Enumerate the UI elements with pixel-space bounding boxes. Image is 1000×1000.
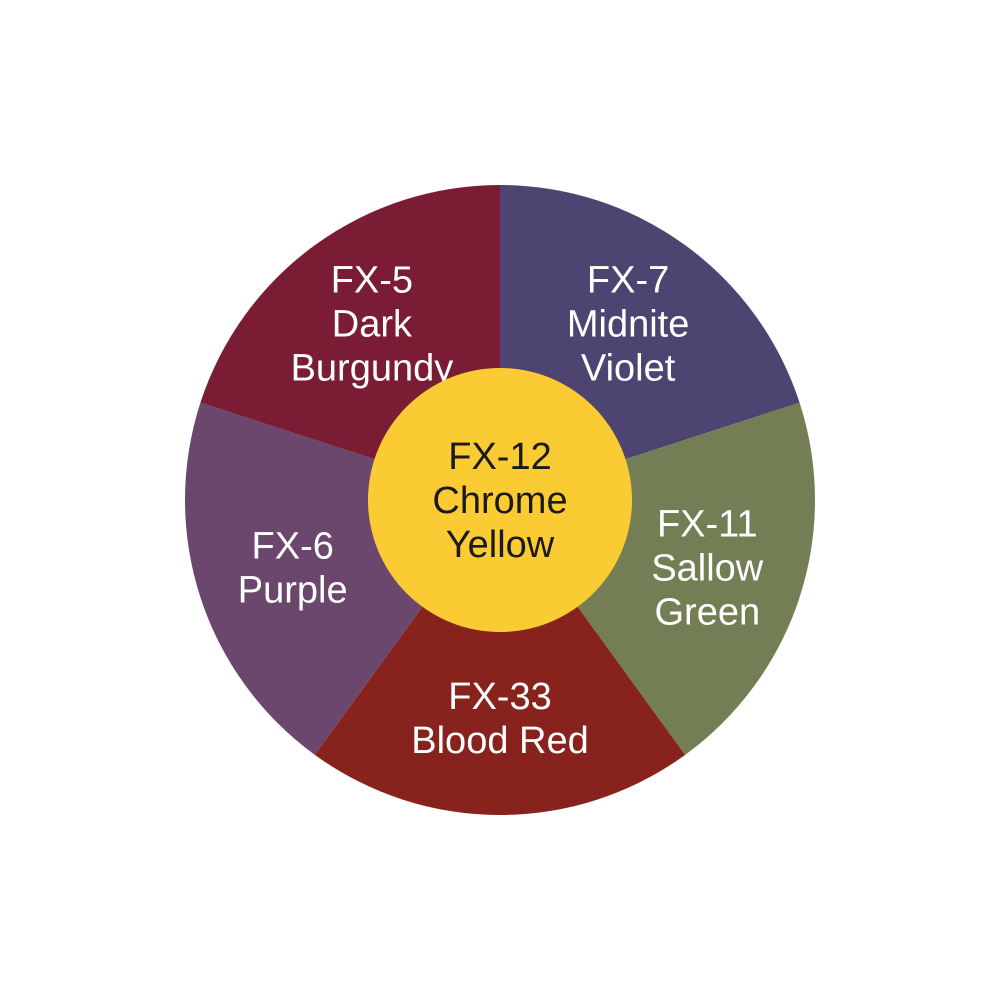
segment-label-line: FX-7 (587, 260, 669, 302)
center-disc (368, 368, 632, 632)
center-label-line: Chrome (432, 480, 567, 522)
center-label-line: Yellow (446, 524, 555, 566)
segment-label-line: FX-5 (331, 260, 413, 302)
segment-label-line: Violet (581, 348, 676, 390)
segment-label-line: FX-6 (252, 525, 334, 567)
segment-label-line: FX-11 (657, 503, 758, 545)
segment-label-line: Sallow (651, 547, 763, 589)
segment-fx-33 (314, 500, 686, 815)
segment-label-line: Green (654, 591, 760, 633)
segment-label-line: FX-33 (448, 676, 551, 718)
center-label-line: FX-12 (448, 436, 551, 478)
segment-label-line: Burgundy (291, 348, 454, 390)
segment-label-line: Midnite (567, 304, 690, 346)
segment-label-line: Blood Red (411, 720, 588, 762)
segment-label-line: Purple (238, 569, 348, 611)
segment-label-line: Dark (332, 304, 413, 346)
